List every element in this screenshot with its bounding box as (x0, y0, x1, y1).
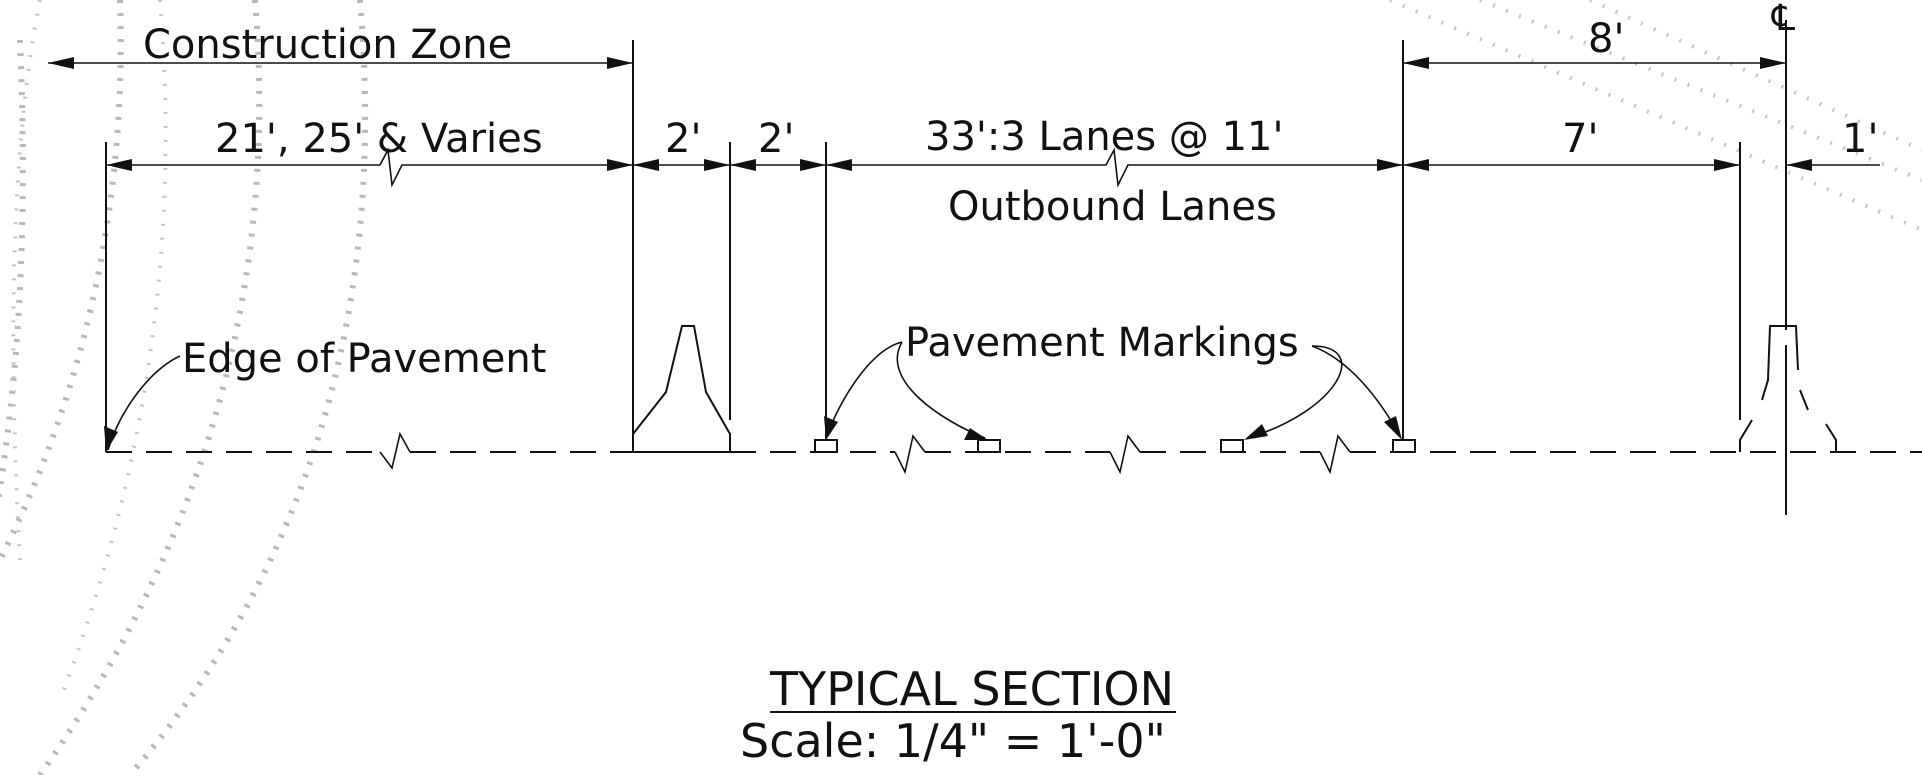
left-width-label: 21', 25' & Varies (215, 116, 543, 162)
concrete-barrier (632, 325, 731, 453)
pavement-markings-label: Pavement Markings (905, 320, 1299, 366)
construction-zone-dimension (48, 57, 633, 69)
barrier-width-label: 2' (665, 116, 701, 162)
construction-zone-label: Construction Zone (143, 22, 512, 68)
lane-dimension-row (106, 147, 1880, 188)
centerline-symbol: ℄ (1771, 0, 1795, 39)
right-one-label: 1' (1842, 116, 1878, 162)
outbound-lanes-label: Outbound Lanes (948, 184, 1277, 230)
edge-of-pavement-leader (104, 355, 181, 452)
extension-lines (105, 40, 1741, 452)
lanes-width-label: 33':3 Lanes @ 11' (925, 114, 1283, 160)
right-seven-label: 7' (1562, 116, 1598, 162)
edge-of-pavement-label: Edge of Pavement (182, 336, 546, 382)
right-total-label: 8' (1588, 16, 1624, 62)
section-title: TYPICAL SECTION (769, 662, 1174, 716)
pavement-marking-boxes (814, 439, 1416, 453)
pavement-markings-leaders (824, 341, 1402, 440)
offset-width-label: 2' (758, 116, 794, 162)
eight-foot-dimension (1403, 57, 1786, 69)
section-scale: Scale: 1/4" = 1'-0" (740, 714, 1166, 768)
pavement-surface-line (106, 431, 1922, 475)
temporary-barrier (1739, 325, 1837, 452)
